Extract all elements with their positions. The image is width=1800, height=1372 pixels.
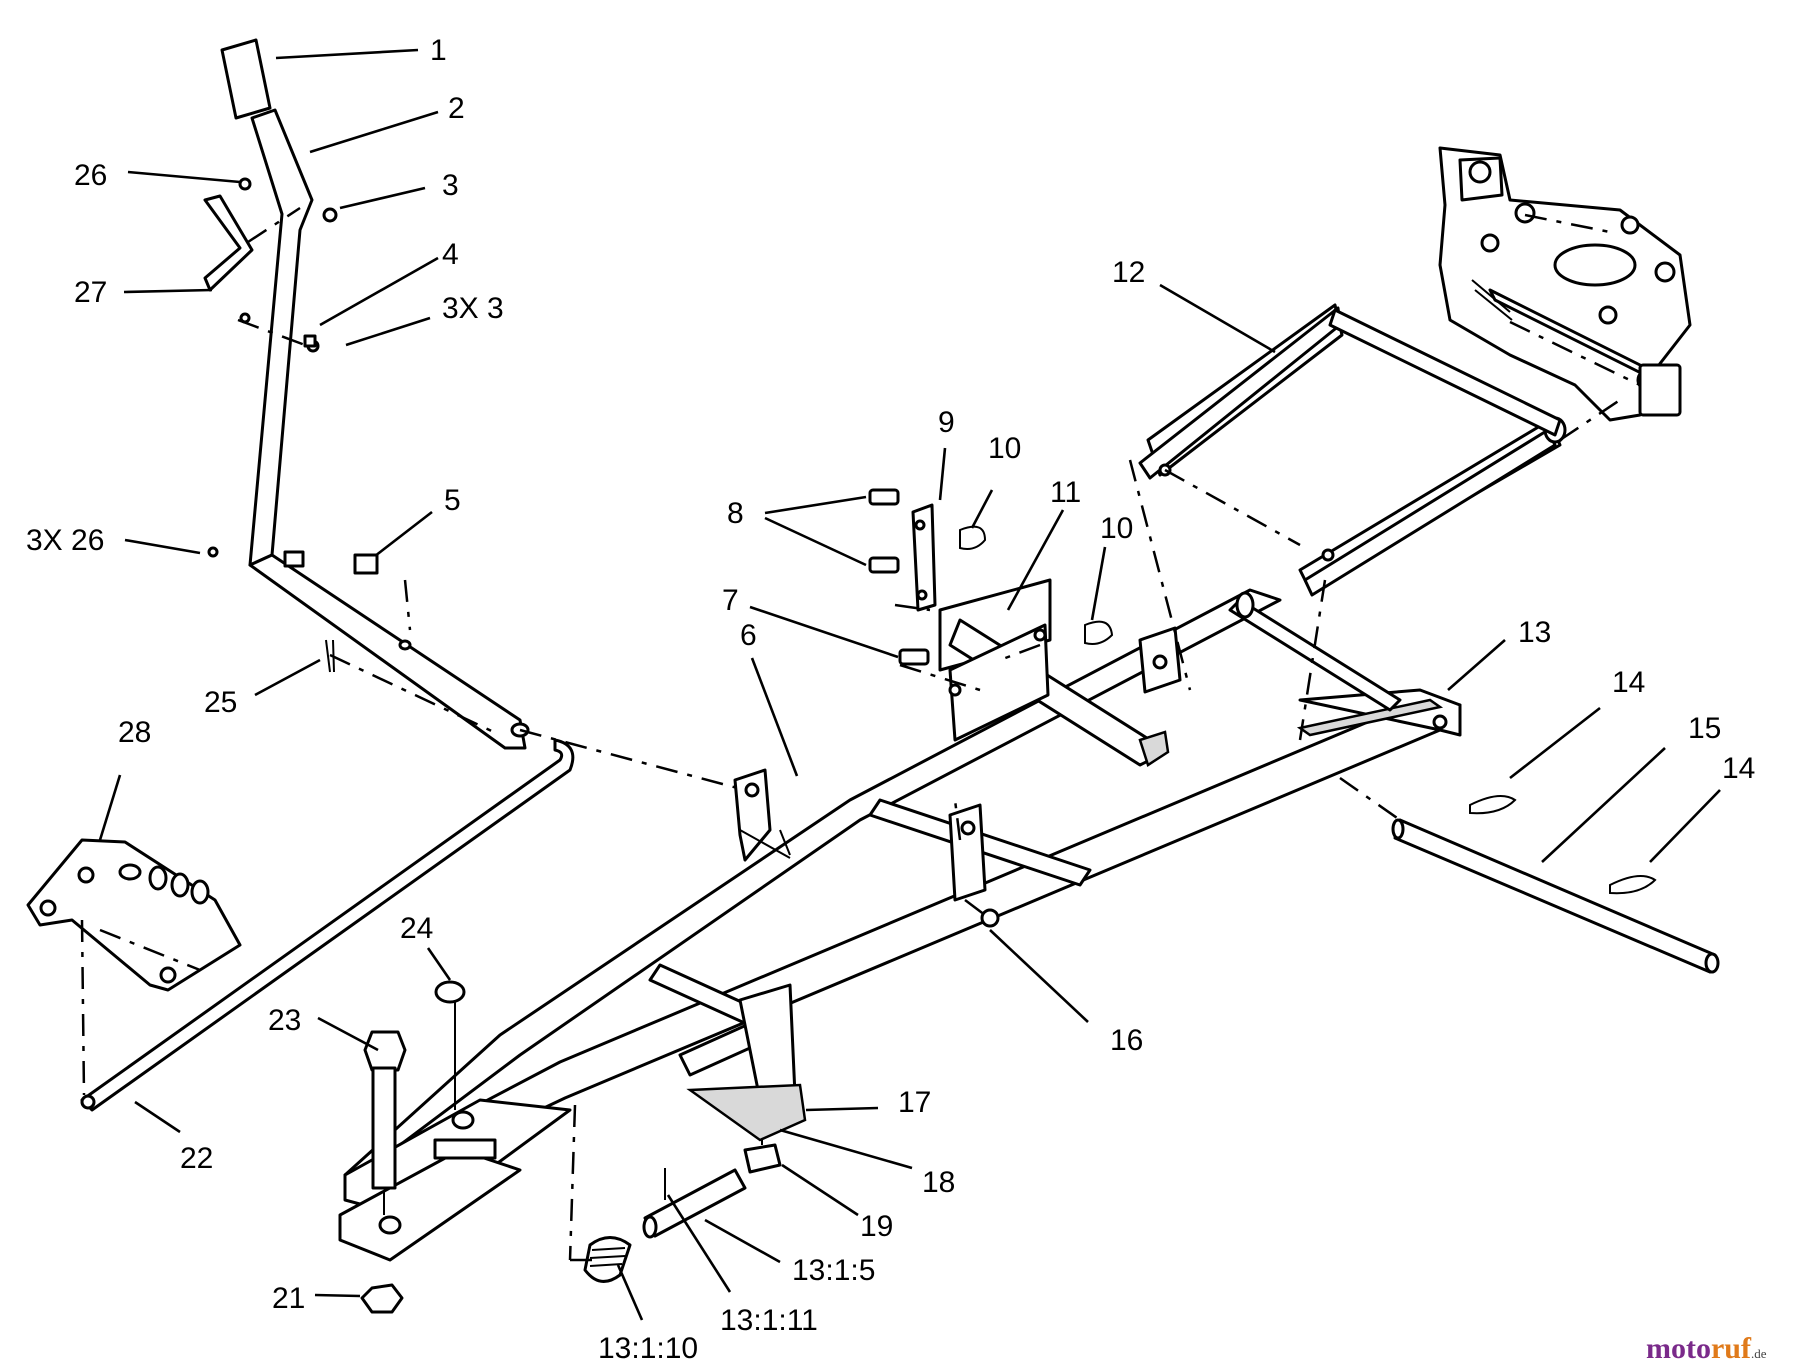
callout-18: 18: [922, 1166, 955, 1199]
callout-3x26: 3X 26: [26, 524, 104, 557]
callout-26: 26: [74, 159, 107, 192]
callout-labels: 1 2 26 3 27 4 3X 3 12 9 10 8 11 10 5 3X …: [26, 34, 1755, 1365]
watermark-part-b: ruf: [1711, 1332, 1752, 1365]
lift-rod-and-bracket: [26, 738, 575, 1112]
callout-21: 21: [272, 1282, 305, 1315]
watermark-suffix: .de: [1751, 1346, 1767, 1361]
callout-28: 28: [118, 716, 151, 749]
main-frame: [338, 588, 1462, 1262]
exploded-view-drawing: [26, 38, 1721, 1321]
callout-14-upper: 14: [1612, 666, 1645, 699]
callout-22: 22: [180, 1142, 213, 1175]
callout-12: 12: [1112, 256, 1145, 289]
pivot-pin-and-clips: [1339, 776, 1720, 974]
callout-1: 1: [430, 34, 447, 67]
callout-13: 13: [1518, 616, 1551, 649]
watermark-logo: motoruf.de: [1646, 1332, 1767, 1365]
callout-17: 17: [898, 1086, 931, 1119]
callout-23: 23: [268, 1004, 301, 1037]
callout-8: 8: [727, 497, 744, 530]
callout-13-1-11: 13:1:11: [720, 1304, 818, 1337]
callout-6: 6: [740, 619, 757, 652]
callout-7: 7: [722, 584, 739, 617]
svg-text:motoruf.de: motoruf.de: [1646, 1332, 1767, 1365]
callout-3x3: 3X 3: [442, 292, 504, 325]
lift-handle-assembly: [203, 38, 746, 792]
callout-13-1-10: 13:1:10: [598, 1332, 698, 1365]
callout-2: 2: [448, 92, 465, 125]
callout-9: 9: [938, 406, 955, 439]
callout-leaders: [98, 48, 1721, 1321]
callout-10-lower: 10: [1100, 512, 1133, 545]
callout-5: 5: [444, 484, 461, 517]
callout-16: 16: [1110, 1024, 1143, 1057]
front-hitch-hardware: [360, 980, 807, 1314]
callout-25: 25: [204, 686, 237, 719]
callout-24: 24: [400, 912, 433, 945]
callout-14-lower: 14: [1722, 752, 1755, 785]
rear-pivot-bracket: [1438, 146, 1692, 442]
lift-arm-assembly: [868, 488, 1170, 928]
callout-27: 27: [74, 276, 107, 309]
callout-10-upper: 10: [988, 432, 1021, 465]
callout-19: 19: [860, 1210, 893, 1243]
callout-13-1-5: 13:1:5: [792, 1254, 875, 1287]
callout-15: 15: [1688, 712, 1721, 745]
watermark-part-a: moto: [1646, 1332, 1711, 1365]
callout-3: 3: [442, 169, 459, 202]
callout-11: 11: [1050, 476, 1081, 509]
callout-4: 4: [442, 238, 459, 271]
